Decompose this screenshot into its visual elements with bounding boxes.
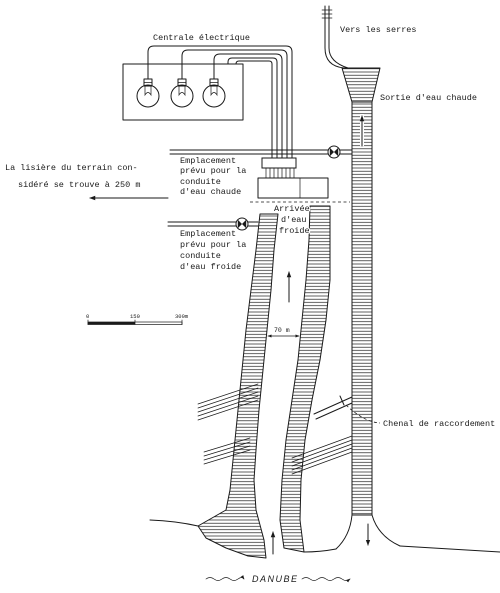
transformer [261, 157, 297, 169]
greenhouse-line: Vers les serres [321, 5, 418, 69]
cold-water-intake-label: Arrivée d'eau froide [273, 203, 311, 237]
cold-pipe-site-line: d'eau froide [180, 262, 241, 272]
river-flow-arrow [205, 575, 245, 581]
boundary-note-line: sidéré se trouve à 250 m [18, 180, 140, 190]
bulb-icon [202, 78, 226, 108]
hot-water-outlet-label: Sortie d'eau chaude [380, 93, 477, 103]
boundary-note: La lisière du terrain con- sidéré se tro… [4, 162, 169, 201]
valve-icon [235, 217, 249, 231]
river-label: DANUBE [252, 574, 299, 584]
pump-house [250, 157, 350, 203]
hot-pipe-site-line: conduite [180, 177, 221, 187]
hot-water-outlet-channel: Sortie d'eau chaude [335, 67, 478, 550]
greenhouse-label: Vers les serres [340, 25, 417, 35]
intake-width-dimension: 70 m [267, 326, 300, 338]
outlet-funnel [341, 67, 381, 103]
hot-water-pipe [169, 145, 353, 159]
hot-pipe-site-line: Emplacement [180, 156, 236, 166]
pump-house-building [257, 177, 329, 199]
power-station: Centrale électrique [122, 32, 251, 121]
groynes-right [291, 435, 353, 475]
scale-label: 150 [130, 313, 140, 320]
cold-pipe-site-line: Emplacement [180, 229, 236, 239]
hot-pipe-site-line: d'eau chaude [180, 187, 241, 197]
scale-label: 0 [86, 313, 89, 320]
hot-pipe-site-line: prévu pour la [180, 166, 246, 176]
cold-water-pipe [167, 217, 259, 231]
outlet-column [351, 101, 373, 516]
cold-water-intake-line: d'eau [281, 215, 307, 225]
river-label-group: DANUBE [205, 573, 351, 585]
intake-middle-bank [279, 205, 331, 553]
power-station-building [122, 63, 244, 121]
valve-icon [327, 145, 341, 159]
hot-pipe-site-label: Emplacement prévu pour la conduite d'eau… [179, 155, 248, 198]
outlet-mouth-right [371, 514, 401, 547]
groynes-left-upper [197, 383, 259, 421]
connecting-channel: Chenal de raccordement [313, 395, 496, 430]
intake-left-bank [197, 213, 279, 559]
power-cable-bundle [147, 45, 293, 159]
bulb-icon [136, 78, 160, 108]
river-shoreline [149, 519, 500, 553]
scale-label: 300m [175, 313, 189, 320]
intake-width-label: 70 m [274, 327, 290, 334]
scale-bar: 0 150 300m [85, 312, 190, 325]
cold-pipe-site-label: Emplacement prévu pour la conduite d'eau… [179, 228, 248, 273]
pump-shafts [265, 167, 295, 179]
bulb-icon [170, 78, 194, 108]
power-station-label: Centrale électrique [153, 33, 250, 43]
river-flow-arrow [301, 577, 351, 583]
cold-pipe-site-line: conduite [180, 251, 221, 261]
connecting-channel-label: Chenal de raccordement [383, 419, 495, 429]
boundary-note-line: La lisière du terrain con- [5, 163, 138, 173]
cold-pipe-site-line: prévu pour la [180, 240, 246, 250]
groynes-left-lower [203, 437, 251, 465]
cold-water-intake-line: froide [279, 226, 310, 236]
cold-water-intake-line: Arrivée [274, 204, 310, 214]
outlet-mouth-left [335, 514, 353, 550]
